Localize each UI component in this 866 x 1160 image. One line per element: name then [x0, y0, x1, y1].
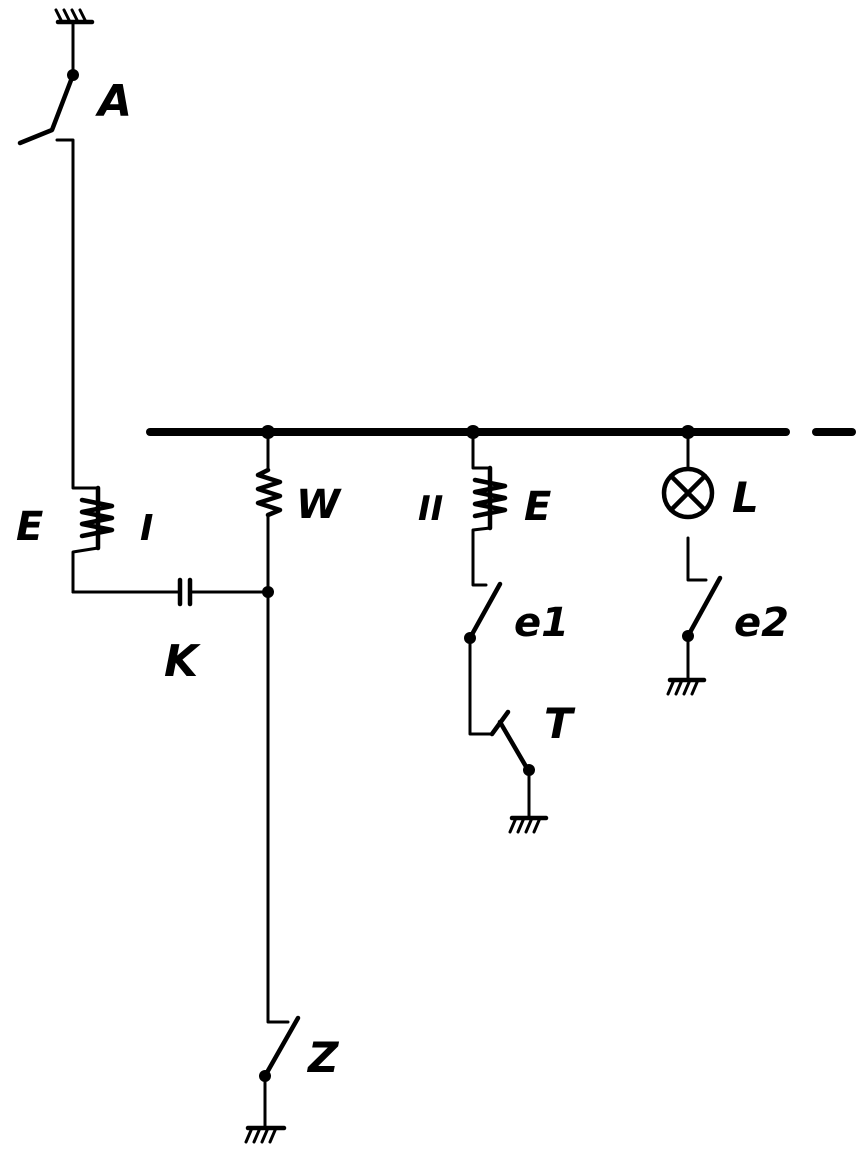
capacitor-icon: [177, 577, 193, 607]
label-e-right: E: [524, 484, 551, 530]
label-i: I: [140, 508, 153, 549]
wire-node-to-switch-z: [266, 590, 290, 1024]
label-k: K: [164, 636, 201, 687]
switch-a: [17, 72, 76, 146]
switch-e2: [685, 575, 723, 639]
wire-a-to-coil-i: [55, 138, 90, 490]
switch-t: [489, 709, 531, 773]
label-t: T: [544, 699, 576, 748]
wire-bus-to-coil-ii: [471, 430, 490, 470]
coil-icon: [471, 465, 508, 587]
ground-icon: [666, 677, 707, 696]
label-w: W: [296, 482, 342, 528]
label-ii: II: [418, 489, 443, 529]
label-e2: e2: [734, 600, 789, 646]
label-e1: e1: [514, 600, 569, 646]
wire-lamp-to-switch-e2: [686, 536, 708, 582]
resistor-w: [255, 467, 283, 518]
label-e-left: E: [16, 504, 43, 550]
lamp-icon: [661, 466, 715, 520]
switch-e1: [467, 581, 503, 641]
switch-z: [262, 1015, 301, 1079]
ground-icon: [508, 815, 549, 834]
label-l: L: [732, 473, 759, 522]
ground-icon: [244, 1125, 287, 1144]
coil-icon: [71, 485, 115, 594]
wire-e1-to-switch-t: [468, 636, 494, 736]
ground-icon: [54, 8, 95, 25]
label-a: A: [95, 76, 132, 127]
label-z: Z: [306, 1033, 340, 1082]
